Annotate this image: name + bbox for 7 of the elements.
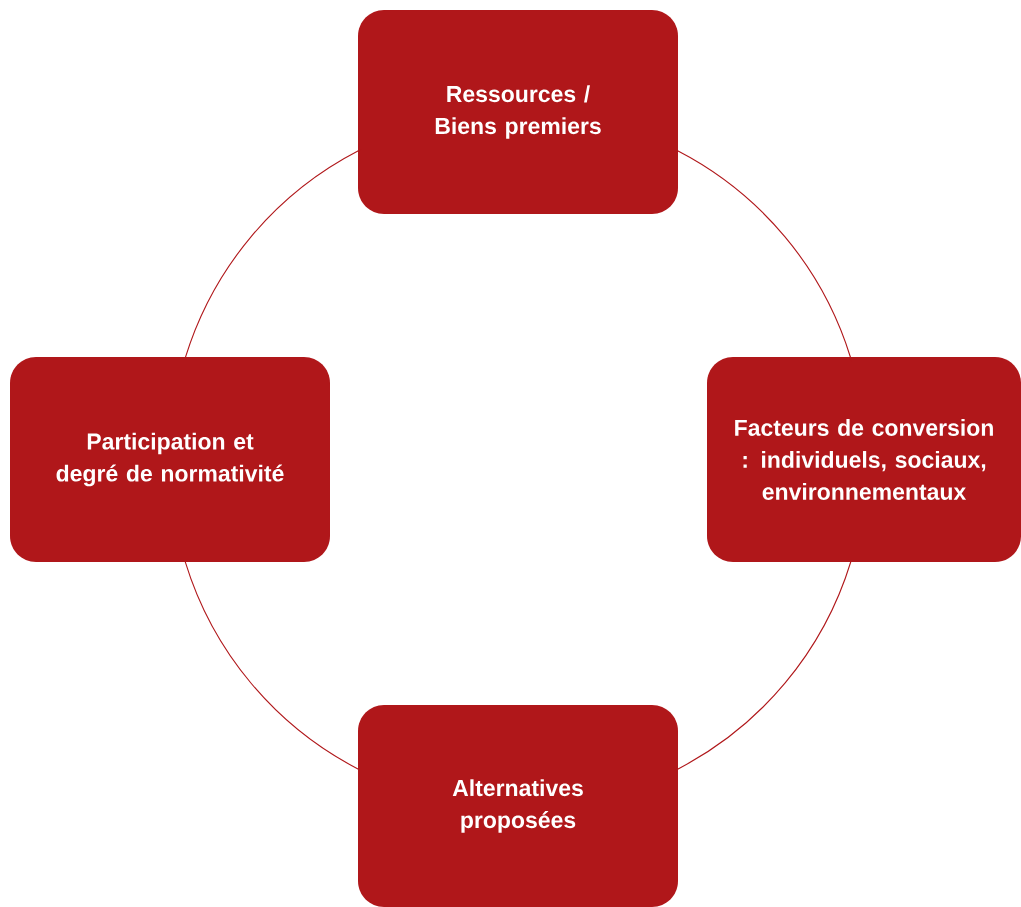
connector-arc — [184, 150, 359, 358]
process-box: Participation et degré de normativité — [10, 357, 330, 562]
connector-arc — [184, 561, 359, 770]
process-box: Facteurs de conversion : individuels, sociaux, environnementaux — [707, 357, 1021, 562]
process-box: Ressources / Biens premiers — [358, 10, 678, 214]
connector-arc — [677, 561, 852, 770]
process-box: Alternatives proposées — [358, 705, 678, 907]
